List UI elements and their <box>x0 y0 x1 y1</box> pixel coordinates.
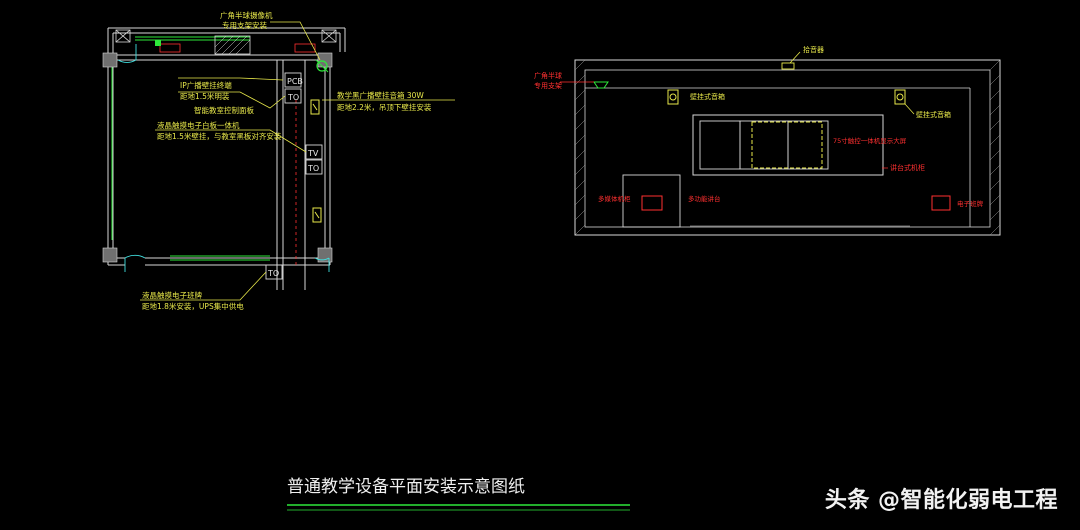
desk-outline <box>622 174 681 228</box>
columns <box>102 52 333 263</box>
label-left-box: 多媒体机柜 <box>598 194 631 203</box>
callout-tv-line2: 距地1.5米壁挂，与教室黑板对齐安装 <box>157 131 282 141</box>
label-cam-1: 广角半球 <box>534 71 562 80</box>
tag-to-2: TO <box>307 164 319 173</box>
callout-bottom-line2: 距地1.8米安装，UPS集中供电 <box>142 301 244 311</box>
tag-to-1: TO <box>287 93 299 102</box>
label-cam-2: 专用支架 <box>534 81 562 90</box>
label-desk: 多功能讲台 <box>688 194 721 203</box>
callout-tv: 液晶触摸电子白板一体机 距地1.5米壁挂，与教室黑板对齐安装 <box>157 120 282 141</box>
board-frame <box>692 114 884 176</box>
callout-ip: IP广播壁挂终端 距地1.5米明装 <box>180 80 232 101</box>
screen-area <box>751 121 823 169</box>
label-mic: 拾音器 <box>803 45 824 54</box>
left-windows <box>111 36 270 261</box>
label-board: 75寸触控一体机显示大屏 <box>833 136 907 145</box>
door-icons <box>117 44 330 272</box>
class-board-icon <box>931 195 951 211</box>
callout-ip-line2: 距地1.5米明装 <box>180 91 230 101</box>
callout-top: 广角半球摄像机 专用支架安装 <box>220 10 273 30</box>
speaker-icons <box>310 99 322 223</box>
callout-bottom: 液晶触摸电子班牌 距地1.8米安装，UPS集中供电 <box>142 290 244 311</box>
hatched-pillar <box>214 35 251 55</box>
leader-lines <box>140 21 455 301</box>
right-floor-plan: 拾音器 广角半球 专用支架 壁挂式音箱 壁挂式音箱 75寸触控一体机显示大屏 讲… <box>534 45 1001 236</box>
watermark-text: 头条 @智能化弱电工程 <box>824 488 1058 513</box>
callout-ip-line1: IP广播壁挂终端 <box>180 80 232 90</box>
device-tags <box>265 72 323 280</box>
title-block: 普通教学设备平面安装示意图纸 <box>287 477 630 511</box>
tag-pcb: PCB <box>287 77 303 86</box>
callout-tv-line1: 液晶触摸电子白板一体机 <box>157 120 240 130</box>
board-panels <box>699 120 829 170</box>
tag-to-3: TO <box>267 269 279 278</box>
left-floor-plan: PCB TO TV TO TO 广角半球摄像机 专用支架安装 IP广播壁挂终端 <box>102 10 455 311</box>
tag-tv: TV <box>307 149 319 158</box>
right-outer-wall <box>574 59 1001 236</box>
label-right-box: 电子班牌 <box>957 199 984 208</box>
mic-icon <box>781 62 795 70</box>
callout-speaker: 教学黑广播壁挂音箱 30W 距地2.2米，吊顶下壁挂安装 <box>337 90 432 112</box>
camera-icon <box>315 59 329 73</box>
wall-equipment <box>155 40 316 53</box>
label-speaker-right: 壁挂式音箱 <box>916 110 951 119</box>
label-cabinet: 讲台式机柜 <box>890 163 925 172</box>
wall-hatching <box>574 59 1001 236</box>
dome-camera-icon <box>593 81 609 89</box>
right-inner-wall <box>584 69 991 228</box>
left-walls <box>107 27 346 290</box>
callout-bottom-line1: 液晶触摸电子班牌 <box>142 290 202 300</box>
callout-speaker-line1: 教学黑广播壁挂音箱 30W <box>337 90 424 100</box>
corner-boxes <box>115 29 337 43</box>
media-cabinet-icon <box>641 195 663 211</box>
callout-top-line2: 专用支架安装 <box>222 20 267 30</box>
right-speaker-icons <box>667 89 906 105</box>
drawing-title: 普通教学设备平面安装示意图纸 <box>287 477 525 497</box>
callout-top-line1: 广角半球摄像机 <box>220 10 273 20</box>
callout-panel: 智能教室控制面板 <box>194 105 254 115</box>
callout-speaker-line2: 距地2.2米，吊顶下壁挂安装 <box>337 102 432 112</box>
label-speaker-left: 壁挂式音箱 <box>690 92 725 101</box>
